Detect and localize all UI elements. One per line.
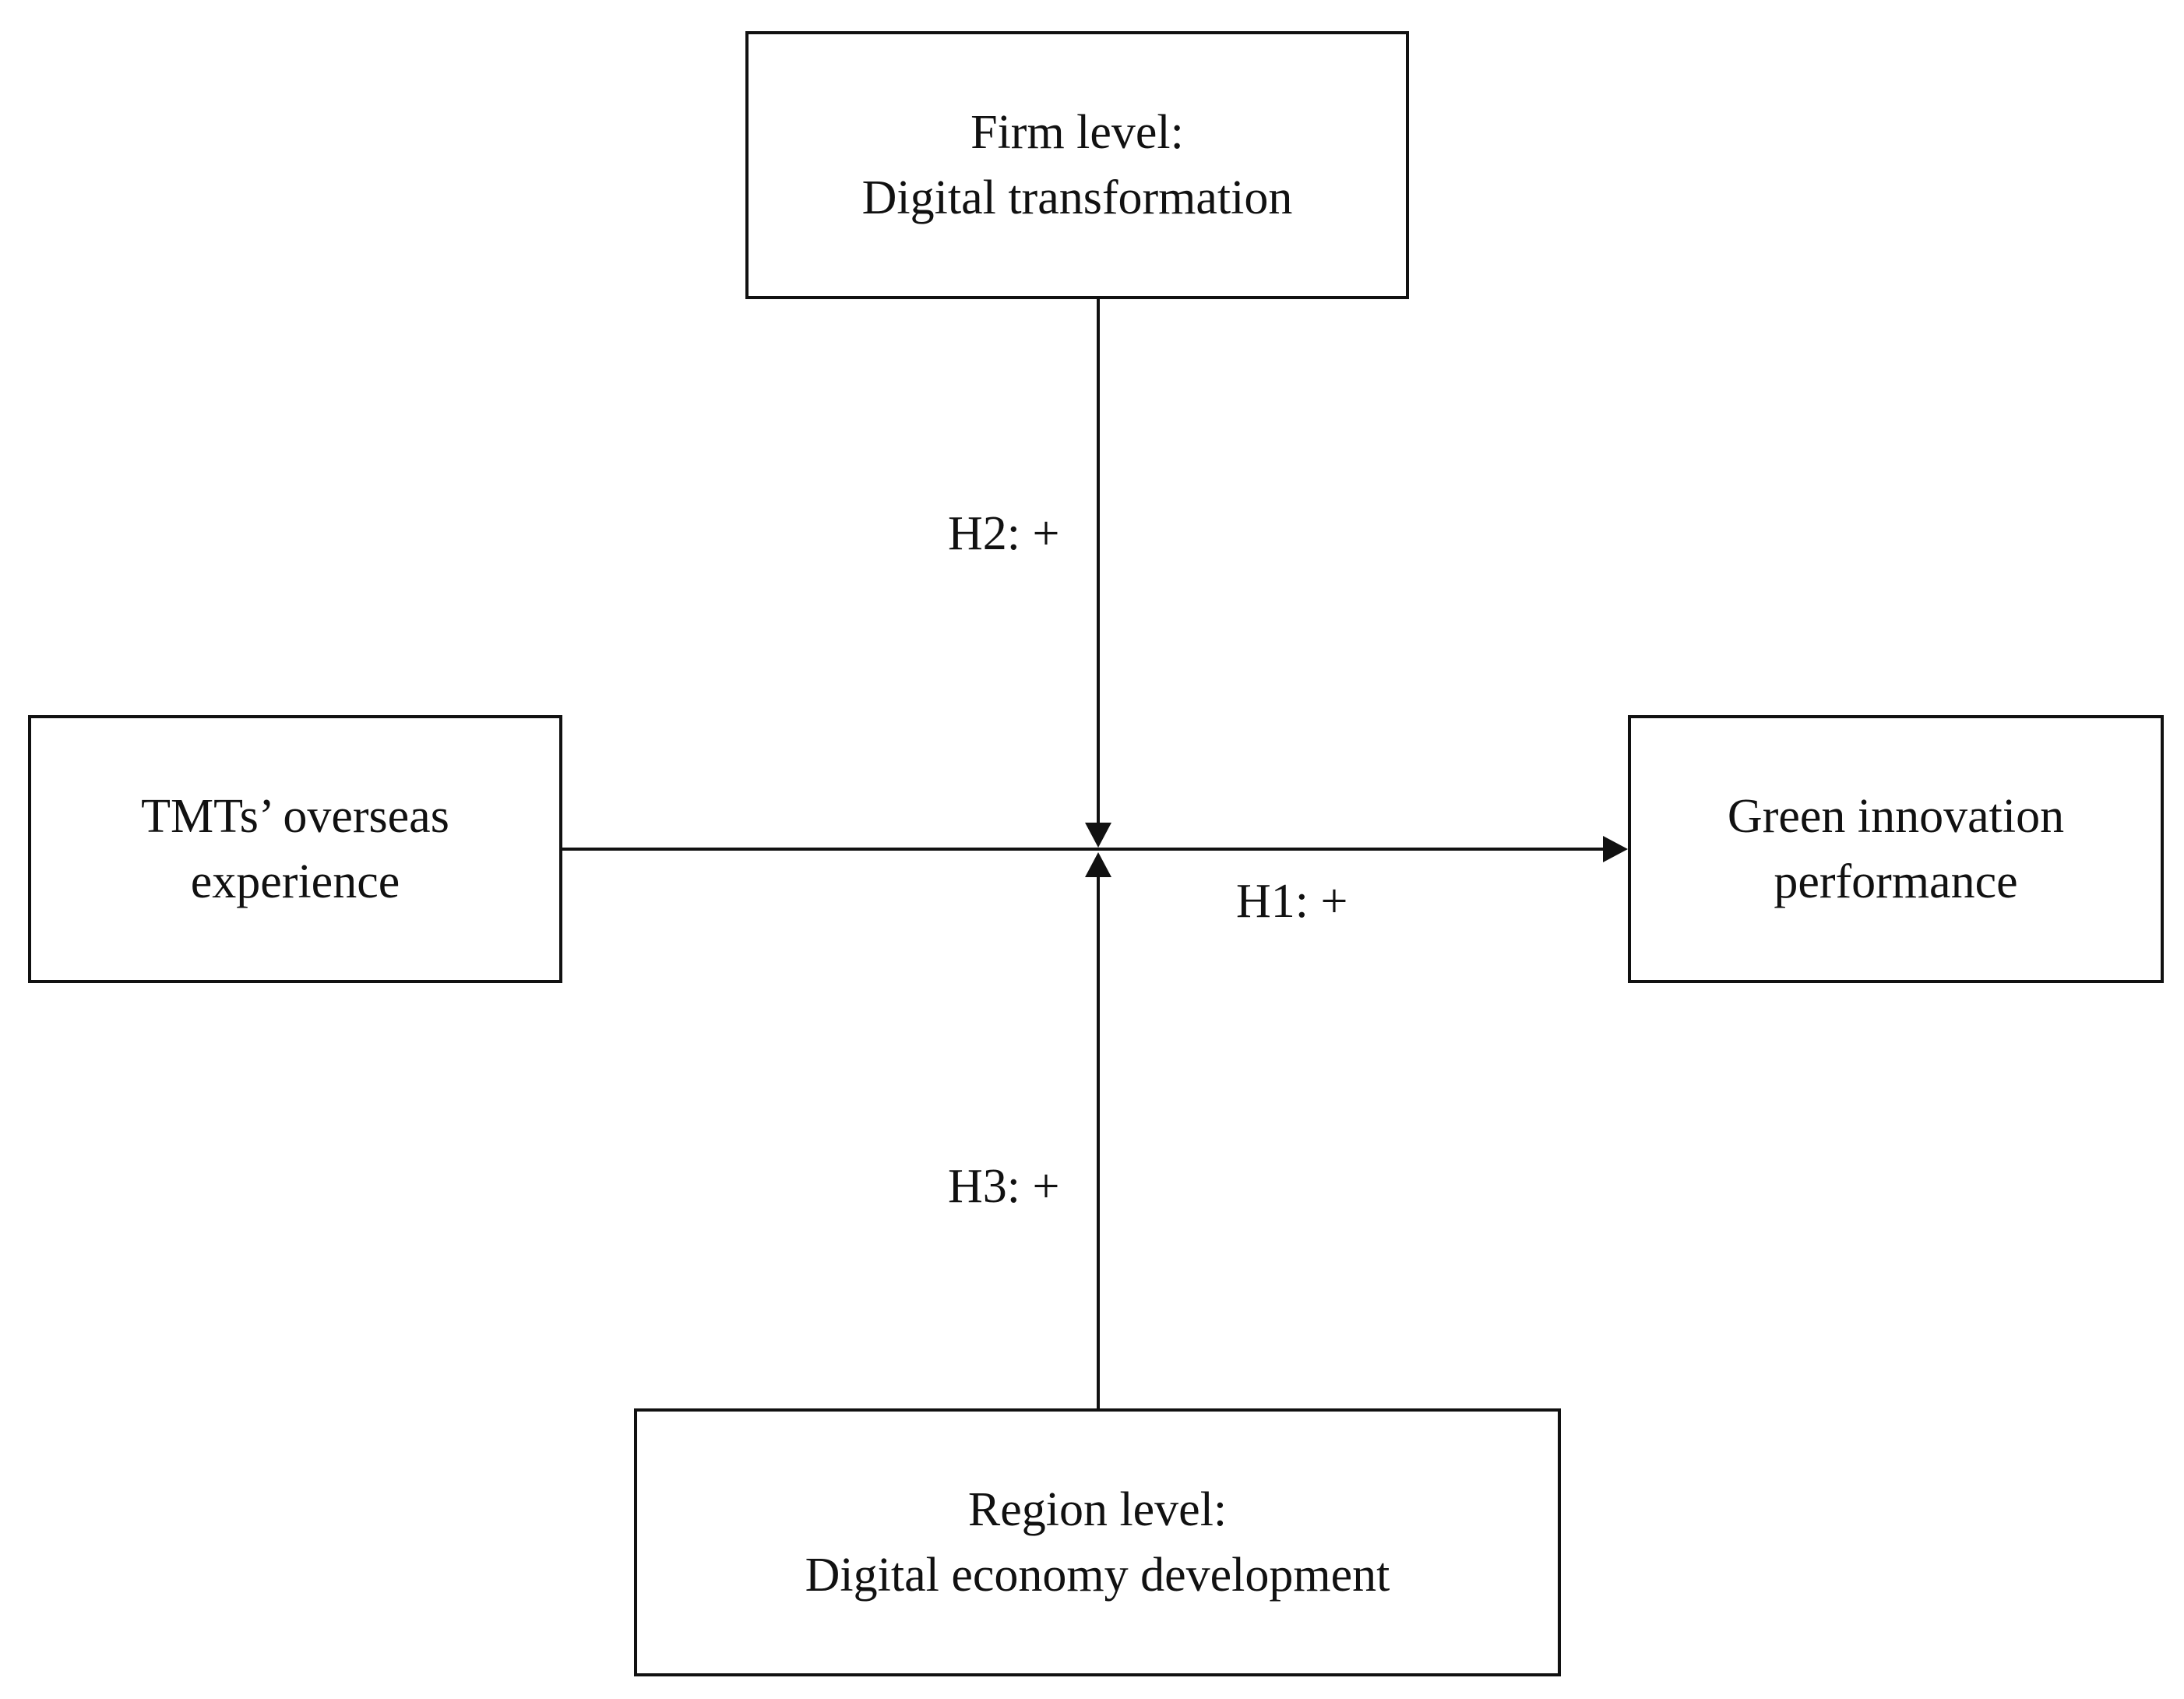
- region-level-title: Region level:: [967, 1483, 1228, 1536]
- region-level-construct: Digital economy development: [805, 1549, 1390, 1602]
- h1-label: H1: +: [1236, 875, 1348, 928]
- firm-level-node: Firm level: Digital transformation: [745, 31, 1409, 299]
- h3-arrowhead: [1085, 852, 1111, 877]
- h2-label: H2: +: [948, 507, 1060, 560]
- firm-level-construct: Digital transformation: [861, 171, 1293, 224]
- h3-label: H3: +: [948, 1160, 1060, 1213]
- h1-arrowhead: [1603, 836, 1628, 862]
- h2-arrowhead: [1085, 823, 1111, 848]
- green-innovation-line1: Green innovation: [1727, 790, 2065, 843]
- firm-level-title: Firm level:: [970, 106, 1184, 159]
- tmt-experience-line1: TMTs’ overseas: [141, 790, 449, 843]
- green-innovation-node: Green innovation performance: [1628, 715, 2164, 983]
- region-level-node: Region level: Digital economy developmen…: [634, 1408, 1561, 1676]
- tmt-experience-node: TMTs’ overseas experience: [28, 715, 562, 983]
- tmt-experience-line2: experience: [190, 855, 400, 908]
- green-innovation-line2: performance: [1774, 855, 2018, 908]
